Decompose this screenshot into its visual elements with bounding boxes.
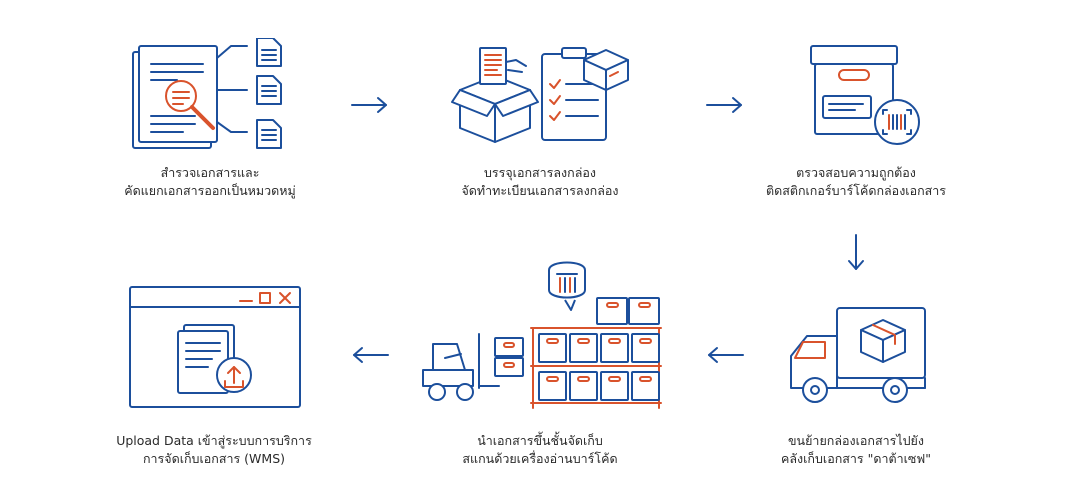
- step-pack-caption: บรรจุเอกสารลงกล่อง จัดทำทะเบียนเอกสารลงก…: [390, 164, 690, 200]
- arrow-right-icon: [706, 97, 742, 113]
- delivery-truck-icon: [790, 307, 926, 403]
- caption-line: คัดแยกเอกสารออกเป็นหมวดหมู่: [124, 183, 296, 198]
- barcode-box-icon: [810, 45, 920, 145]
- caption-line: การจัดเก็บเอกสาร (WMS): [142, 451, 286, 466]
- caption-line: สำรวจเอกสารและ: [160, 165, 260, 180]
- arrow-left-icon: [353, 347, 389, 363]
- caption-line: นำเอกสารขึ้นชั้นจัดเก็บ: [477, 433, 603, 448]
- step-verify-caption: ตรวจสอบความถูกต้อง ติดสติกเกอร์บาร์โค้ดก…: [706, 164, 1006, 200]
- arrow-left-icon: [708, 347, 744, 363]
- arrow-down-icon: [848, 234, 864, 270]
- step-store-caption: นำเอกสารขึ้นชั้นจัดเก็บ สแกนด้วยเครื่องอ…: [390, 432, 690, 468]
- pack-box-checklist-icon: [451, 47, 629, 143]
- caption-line: ตรวจสอบความถูกต้อง: [796, 165, 916, 180]
- arrow-right-icon: [351, 97, 387, 113]
- caption-line: สแกนด้วยเครื่องอ่านบาร์โค้ด: [462, 451, 618, 466]
- document-inspect-icon: [132, 38, 282, 149]
- caption-line: บรรจุเอกสารลงกล่อง: [484, 165, 596, 180]
- wms-upload-window-icon: [129, 286, 301, 408]
- step-survey-caption: สำรวจเอกสารและ คัดแยกเอกสารออกเป็นหมวดหม…: [60, 164, 360, 200]
- caption-line: คลังเก็บเอกสาร "ดาต้าเซฟ": [781, 451, 931, 466]
- step-upload-caption: Upload Data เข้าสู่ระบบการบริการ การจัดเ…: [64, 432, 364, 468]
- caption-line: ติดสติกเกอร์บาร์โค้ดกล่องเอกสาร: [765, 183, 947, 198]
- step-transport-caption: ขนย้ายกล่องเอกสารไปยัง คลังเก็บเอกสาร "ด…: [706, 432, 1006, 468]
- warehouse-shelf-forklift-icon: [422, 261, 662, 409]
- caption-line: จัดทำทะเบียนเอกสารลงกล่อง: [461, 183, 619, 198]
- caption-line: ขนย้ายกล่องเอกสารไปยัง: [788, 433, 924, 448]
- caption-line: Upload Data เข้าสู่ระบบการบริการ: [116, 433, 312, 448]
